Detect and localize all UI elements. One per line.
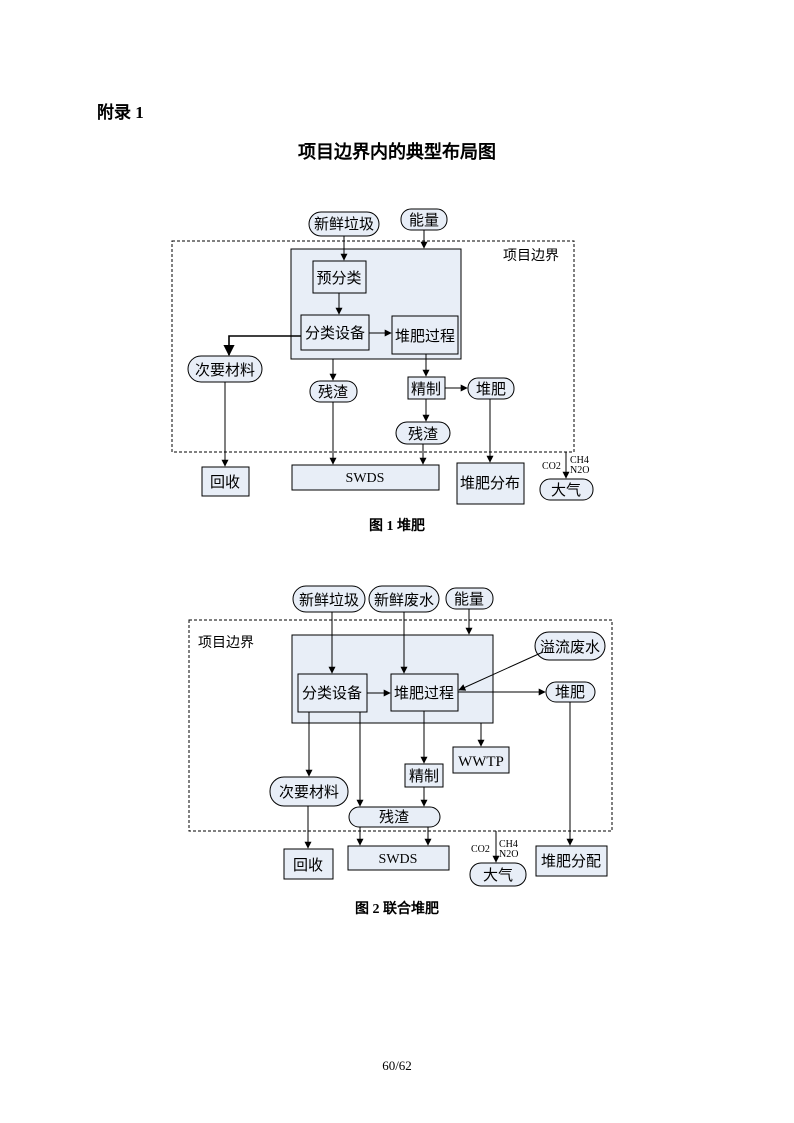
gas-n2o-label: N2O <box>499 849 518 860</box>
gas-n2o-label: N2O <box>570 465 589 476</box>
wwtp-label: WWTP <box>458 754 504 770</box>
residue-label-2: 残渣 <box>408 426 438 443</box>
residue-label: 残渣 <box>379 809 409 826</box>
composting-label: 堆肥过程 <box>395 328 455 345</box>
overflow-wastewater-node <box>534 631 606 661</box>
atmosphere-node <box>539 478 594 501</box>
figure-2-diagram: 项目边界 新鲜垃圾 新鲜废水 能量 溢流废水 分类设备 堆肥过程 堆肥 WWTP… <box>188 585 613 887</box>
residue-label-1: 残渣 <box>318 384 348 401</box>
energy-label: 能量 <box>409 212 439 229</box>
presort-label: 预分类 <box>316 270 361 287</box>
residue-node <box>348 806 441 828</box>
compost-label: 堆肥 <box>555 684 585 701</box>
presort-box <box>312 260 367 294</box>
secondary-materials-label: 次要材料 <box>279 784 339 801</box>
fresh-waste-label: 新鲜垃圾 <box>314 216 374 233</box>
sorting-box <box>300 314 370 351</box>
recycle-box <box>283 848 334 880</box>
compost-label: 堆肥 <box>476 381 506 398</box>
page-title: 项目边界内的典型布局图 <box>298 142 496 162</box>
compost-distribution-label: 堆肥分布 <box>460 475 520 492</box>
swds-label: SWDS <box>379 852 418 867</box>
secondary-materials-node <box>269 776 349 807</box>
recycle-label: 回收 <box>210 474 240 491</box>
composting-box <box>390 673 459 712</box>
fresh-waste-label: 新鲜垃圾 <box>299 592 359 609</box>
refining-label: 精制 <box>411 381 441 398</box>
boundary-label: 项目边界 <box>198 635 254 651</box>
sorting-box <box>297 673 368 713</box>
project-boundary <box>171 240 575 453</box>
gas-co2-label: CO2 <box>471 844 490 855</box>
page-number: 60/62 <box>382 1058 412 1073</box>
fresh-wastewater-label: 新鲜废水 <box>374 592 434 609</box>
compost-node <box>467 377 515 400</box>
recycle-box <box>201 466 250 497</box>
composting-box <box>391 315 459 355</box>
gas-co2-label: CO2 <box>542 461 561 472</box>
composting-label: 堆肥过程 <box>394 685 454 702</box>
boundary-label: 项目边界 <box>503 248 559 264</box>
swds-label: SWDS <box>346 471 385 486</box>
atmosphere-node <box>469 862 527 887</box>
atmosphere-label: 大气 <box>483 867 513 884</box>
figure-1-caption: 图 1 堆肥 <box>369 519 425 534</box>
fresh-waste-node <box>292 585 366 613</box>
sorting-label: 分类设备 <box>305 325 365 342</box>
gas-ch4-label: CH4 <box>570 455 589 466</box>
compost-distribution-box <box>535 845 608 877</box>
figure-2-caption: 图 2 联合堆肥 <box>355 902 439 917</box>
gas-ch4-label: CH4 <box>499 839 518 850</box>
swds-box <box>291 464 440 491</box>
overflow-wastewater-label: 溢流废水 <box>540 639 600 656</box>
project-boundary <box>188 619 613 832</box>
appendix-title: 附录 1 <box>97 103 144 122</box>
swds-box <box>347 845 450 871</box>
arrow-sorting-to-secondary <box>223 335 301 357</box>
refining-label: 精制 <box>409 768 439 785</box>
energy-label: 能量 <box>454 591 484 608</box>
sorting-label: 分类设备 <box>302 685 362 702</box>
compost-distribution-box <box>456 462 525 505</box>
figure-1-diagram: 项目边界 新鲜垃圾 能量 预分类 分类设备 堆肥过程 次要材料 残渣 精制 堆肥… <box>171 208 594 505</box>
arrow-overflow-to-composting <box>458 651 544 691</box>
wwtp-box <box>452 746 510 774</box>
compost-distribution-label: 堆肥分配 <box>541 853 601 870</box>
atmosphere-label: 大气 <box>551 482 581 499</box>
recycle-label: 回收 <box>293 857 323 874</box>
secondary-materials-label: 次要材料 <box>195 362 255 379</box>
